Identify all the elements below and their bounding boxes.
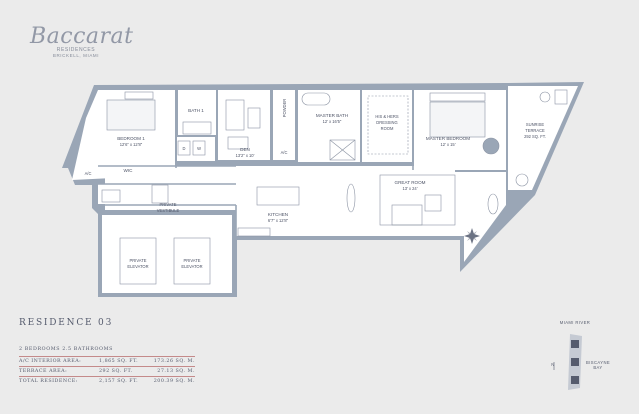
area-label: TOTAL RESIDENCE: — [19, 376, 99, 386]
brand-line-residences: RESIDENCES — [56, 47, 96, 53]
label-terrace-2: TERRACE — [525, 128, 545, 133]
label-elevator1-1: PRIVATE — [130, 258, 147, 263]
label-bedroom1: BEDROOM 1 — [117, 136, 145, 141]
fixtures — [101, 89, 568, 285]
dim-bedroom1: 12'6" x 12'8" — [120, 142, 143, 147]
label-vestibule-1: PRIVATE — [160, 202, 177, 207]
label-ac1: A/C — [85, 171, 92, 176]
brand-line-location: BRICKELL, MIAMI — [52, 53, 100, 58]
keyplan-bay-label: BISCAYNE BAY — [586, 360, 611, 370]
keyplan-drawing — [553, 334, 582, 390]
label-dressing-3: ROOM — [381, 126, 394, 131]
dim-den: 13'2" x 10' — [236, 153, 255, 158]
label-elevator2-2: ELEVATOR — [181, 264, 202, 269]
brand-logo: Baccarat RESIDENCES BRICKELL, MIAMI — [30, 24, 134, 59]
table-row: A/C INTERIOR AREA: 1,865 SQ. FT. 173.26 … — [19, 356, 195, 367]
label-dryer: D — [183, 146, 186, 151]
area-sqm: 27.13 SQ. M. — [151, 366, 195, 377]
dim-kitchen: 6'7" x 12'8" — [268, 218, 289, 223]
brand-name: Baccarat — [30, 24, 134, 49]
room-count: 2 BEDROOMS 2.5 BATHROOMS — [19, 347, 113, 352]
dim-great-room: 13' x 24' — [403, 186, 418, 191]
label-elevator2-1: PRIVATE — [184, 258, 201, 263]
label-ac2: A/C — [281, 150, 288, 155]
label-terrace-1: SUNRISE — [526, 122, 544, 127]
floor-plan-drawing: BEDROOM 1 12'6" x 12'8" BATH 1 DEN 13'2"… — [62, 82, 584, 297]
label-dressing-2: DRESSING — [376, 120, 397, 125]
area-sqft: 292 SQ. FT. — [99, 366, 151, 377]
label-bath1: BATH 1 — [188, 108, 204, 113]
label-kitchen: KITCHEN — [268, 212, 288, 217]
label-dressing-1: HIS & HERS — [375, 114, 398, 119]
area-sqm: 173.26 SQ. M. — [151, 356, 195, 367]
table-row: TERRACE AREA: 292 SQ. FT. 27.13 SQ. M. — [19, 366, 195, 377]
area-sqft: 1,865 SQ. FT. — [99, 356, 151, 367]
area-label: A/C INTERIOR AREA: — [19, 356, 99, 367]
label-vestibule-2: VESTIBULE — [157, 208, 180, 213]
label-master-bath: MASTER BATH — [316, 113, 348, 118]
label-washer: W — [197, 146, 201, 151]
dim-master-bedroom: 12' x 15' — [441, 142, 456, 147]
label-elevator1-2: ELEVATOR — [127, 264, 148, 269]
label-powder: POWDER — [282, 99, 287, 117]
label-den: DEN — [240, 147, 250, 152]
area-sqft: 2,157 SQ. FT. — [99, 376, 151, 386]
area-table: A/C INTERIOR AREA: 1,865 SQ. FT. 173.26 … — [19, 356, 195, 386]
dim-master-bath: 12' x 16'5" — [323, 119, 342, 124]
label-wic: WIC — [124, 168, 134, 173]
compass-star-icon — [464, 228, 480, 244]
residence-title: RESIDENCE 03 — [19, 318, 114, 328]
table-row: TOTAL RESIDENCE: 2,157 SQ. FT. 200.39 SQ… — [19, 376, 195, 386]
label-terrace-3: 292 SQ. FT. — [524, 134, 546, 139]
key-plan: MIAMI RIVER N BISCAYNE BAY — [540, 318, 610, 398]
area-sqm: 200.39 SQ. M. — [151, 376, 195, 386]
interior-walls — [98, 86, 508, 236]
keyplan-river-label: MIAMI RIVER — [559, 320, 591, 325]
label-master-bedroom: MASTER BEDROOM — [426, 136, 470, 141]
area-summary: 2 BEDROOMS 2.5 BATHROOMS A/C INTERIOR AR… — [19, 347, 195, 386]
area-label: TERRACE AREA: — [19, 366, 99, 377]
north-indicator: N — [551, 362, 555, 367]
label-great-room: GREAT ROOM — [395, 180, 426, 185]
